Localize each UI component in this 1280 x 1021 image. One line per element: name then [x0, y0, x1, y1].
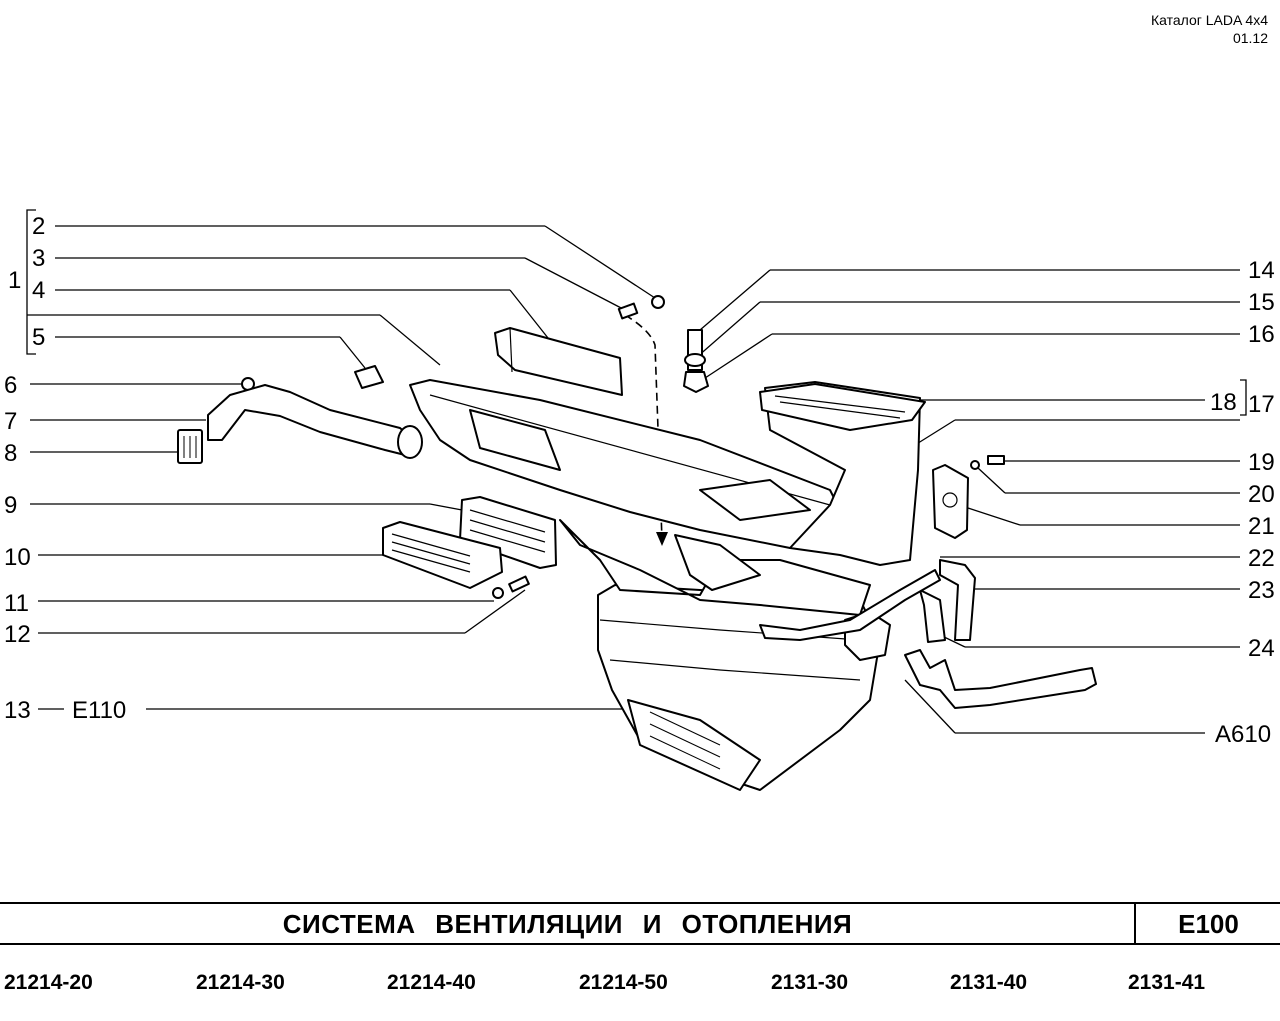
air-intake-17	[764, 381, 921, 566]
pipe-a610	[904, 649, 1097, 709]
catalog-date: 01.12	[1232, 30, 1268, 46]
group-bracket	[26, 209, 36, 355]
footer-rule-bottom	[0, 943, 1280, 945]
section-code: E100	[1178, 909, 1239, 939]
heater-upper-section	[559, 519, 871, 616]
callout-11: 11	[4, 590, 29, 617]
callout-14: 14	[1248, 257, 1275, 284]
model-code: 21214-20	[4, 971, 93, 994]
callout-5: 5	[32, 324, 45, 351]
model-list: 21214-20 21214-30 21214-40 21214-50 2131…	[0, 968, 1280, 998]
screw-12	[508, 575, 530, 593]
flange-21	[932, 464, 969, 539]
clip-5	[354, 365, 384, 389]
filter-18	[759, 383, 926, 431]
footer-rule-top	[0, 902, 1280, 904]
callout-10: 10	[4, 544, 31, 571]
model-code: 2131-30	[771, 971, 849, 994]
callout-1: 1	[8, 267, 21, 294]
model-code: 21214-50	[579, 971, 668, 994]
washer-20	[970, 460, 980, 470]
pipe-assembly	[759, 569, 941, 641]
callout-22: 22	[1248, 545, 1275, 572]
callout-4: 4	[32, 277, 45, 304]
callout-9: 9	[4, 492, 17, 519]
hose-23	[939, 559, 976, 641]
callout-18: 18	[1210, 389, 1237, 416]
model-code: 21214-30	[196, 971, 285, 994]
screw-part-3	[617, 295, 665, 320]
callout-12: 12	[4, 621, 31, 648]
callout-19: 19	[1248, 449, 1275, 476]
callout-13: 13	[4, 697, 31, 724]
assembly-dashed-line	[624, 314, 663, 541]
hose-24	[919, 589, 946, 643]
washer-11	[492, 587, 504, 599]
grille-10	[382, 521, 503, 589]
footer-rule-divider	[1134, 902, 1136, 944]
callout-6: 6	[4, 372, 17, 399]
leader-lines	[30, 225, 656, 710]
bolt-set-14-16	[683, 329, 709, 393]
duct-pipe-7	[207, 384, 421, 456]
callout-7: 7	[4, 408, 17, 435]
callout-8: 8	[4, 440, 17, 467]
callout-3: 3	[32, 245, 45, 272]
bracket-plate-4	[494, 327, 623, 396]
section-title: СИСТЕМА ВЕНТИЛЯЦИИ И ОТОПЛЕНИЯ	[282, 909, 853, 939]
catalog-title: Каталог LADA 4x4	[1150, 12, 1268, 28]
callout-13-ref: E110	[72, 697, 126, 724]
callout-17: 17	[1248, 391, 1275, 418]
model-code: 2131-40	[950, 971, 1028, 994]
callout-23: 23	[1248, 577, 1275, 604]
screw-19	[987, 455, 1005, 465]
callout-21: 21	[1248, 513, 1275, 540]
model-code: 2131-41	[1128, 971, 1206, 994]
callout-24: 24	[1248, 635, 1275, 662]
callout-20: 20	[1248, 481, 1275, 508]
exploded-parts-diagram: 1 2 3 4 5 6 7 8 9 10 11 12 13 E110 14 15…	[4, 209, 1275, 791]
callout-a610: A610	[1215, 721, 1271, 748]
callout-2: 2	[32, 213, 45, 240]
callout-15: 15	[1248, 289, 1275, 316]
leader-lines-right	[696, 269, 1240, 734]
model-code: 21214-40	[387, 971, 476, 994]
callout-16: 16	[1248, 321, 1275, 348]
